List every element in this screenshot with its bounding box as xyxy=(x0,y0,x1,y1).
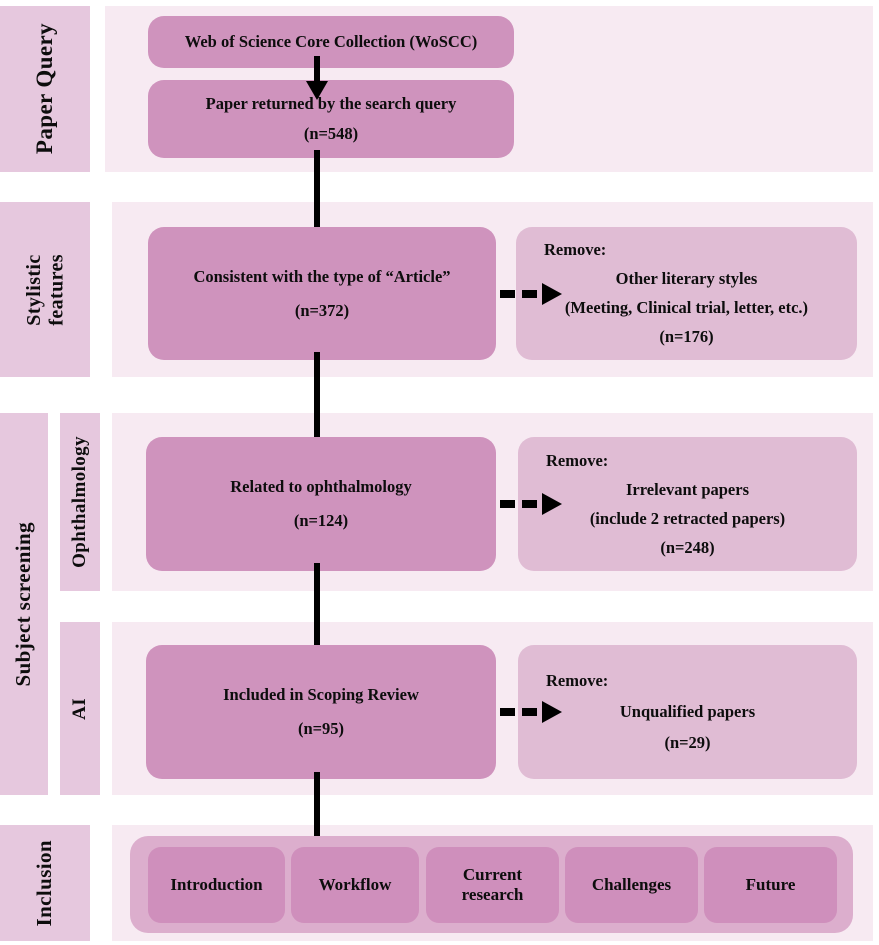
box-source-database-line1: Web of Science Core Collection (WoSCC) xyxy=(184,32,478,51)
box-included-scoping-review[interactable]: Included in Scoping Review (n=95) xyxy=(146,645,496,779)
box-papers-returned[interactable]: Paper returned by the search query (n=54… xyxy=(148,80,514,158)
inclusion-topic-current-research-label: Current research xyxy=(461,864,524,904)
box-papers-returned-count: (n=548) xyxy=(303,124,359,143)
arrow-exclude-irrelevant xyxy=(500,493,562,515)
arrow-exclude-other-styles xyxy=(500,283,562,305)
box-removed-other-styles[interactable]: Remove: Other literary styles (Meeting, … xyxy=(516,227,857,360)
stage-label-ophthalmology-text: Ophthalmology xyxy=(69,436,91,568)
inclusion-topic-future-label: Future xyxy=(745,874,796,894)
stage-label-stylistic-features: Stylistic features xyxy=(0,202,90,377)
stage-label-subject-screening-text: Subject screening xyxy=(11,521,36,687)
stage-label-inclusion: Inclusion xyxy=(0,825,90,941)
inclusion-topic-current-research[interactable]: Current research xyxy=(426,847,559,923)
box-removed-unqualified-head: Remove: xyxy=(546,671,609,690)
stage-label-paper-query: Paper Query xyxy=(0,6,90,172)
box-removed-unqualified-line1: Unqualified papers xyxy=(619,702,756,721)
box-removed-other-styles-head: Remove: xyxy=(544,240,607,259)
box-ophthalmology-related-count: (n=124) xyxy=(293,511,349,530)
stage-label-ai-text: AI xyxy=(69,697,91,720)
box-article-type[interactable]: Consistent with the type of “Article” (n… xyxy=(148,227,496,360)
box-article-type-count: (n=372) xyxy=(294,300,350,320)
box-included-scoping-review-count: (n=95) xyxy=(297,719,345,738)
box-removed-irrelevant[interactable]: Remove: Irrelevant papers (include 2 ret… xyxy=(518,437,857,571)
stage-label-paper-query-text: Paper Query xyxy=(32,23,58,155)
box-article-type-line1: Consistent with the type of “Article” xyxy=(193,266,451,286)
box-removed-irrelevant-head: Remove: xyxy=(546,450,609,470)
box-removed-other-styles-line2: (Meeting, Clinical trial, letter, etc.) xyxy=(564,298,809,317)
arrow-source-to-returned xyxy=(305,56,329,100)
inclusion-topic-future[interactable]: Future xyxy=(704,847,837,923)
box-ophthalmology-related-line1: Related to ophthalmology xyxy=(230,477,412,496)
inclusion-topic-introduction[interactable]: Introduction xyxy=(148,847,285,923)
arrow-exclude-unqualified xyxy=(500,701,562,723)
inclusion-topic-workflow[interactable]: Workflow xyxy=(291,847,419,923)
inclusion-topic-challenges-label: Challenges xyxy=(591,874,672,894)
stage-label-stylistic-features-text: Stylistic features xyxy=(22,253,67,326)
box-removed-other-styles-count: (n=176) xyxy=(659,327,714,346)
stage-label-ophthalmology: Ophthalmology xyxy=(60,413,100,591)
box-ophthalmology-related[interactable]: Related to ophthalmology (n=124) xyxy=(146,437,496,571)
box-removed-irrelevant-line2: (include 2 retracted papers) xyxy=(589,508,786,528)
inclusion-topic-introduction-label: Introduction xyxy=(170,874,263,894)
box-removed-irrelevant-line1: Irrelevant papers xyxy=(626,479,749,499)
box-removed-unqualified[interactable]: Remove: Unqualified papers (n=29) xyxy=(518,645,857,779)
stage-label-subject-screening: Subject screening xyxy=(0,413,48,795)
inclusion-topic-workflow-label: Workflow xyxy=(318,874,392,894)
stage-label-ai: AI xyxy=(60,622,100,795)
inclusion-topic-challenges[interactable]: Challenges xyxy=(565,847,698,923)
stage-label-inclusion-text: Inclusion xyxy=(32,839,57,927)
box-removed-irrelevant-count: (n=248) xyxy=(660,537,715,557)
box-papers-returned-line1: Paper returned by the search query xyxy=(205,94,457,113)
box-removed-other-styles-line1: Other literary styles xyxy=(615,269,758,288)
box-included-scoping-review-line1: Included in Scoping Review xyxy=(223,685,419,704)
box-removed-unqualified-count: (n=29) xyxy=(664,733,711,752)
box-source-database[interactable]: Web of Science Core Collection (WoSCC) xyxy=(148,16,514,68)
